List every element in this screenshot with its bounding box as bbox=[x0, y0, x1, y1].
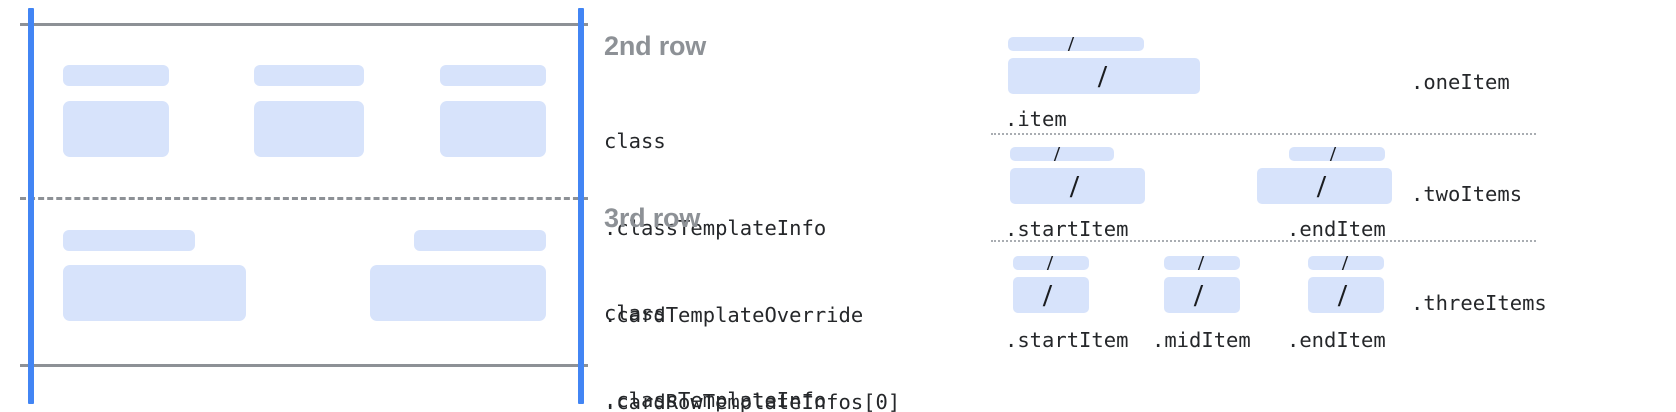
cell-content-bar bbox=[440, 101, 546, 157]
annotation-code-block: class .classTemplateInfo .cardTemplateOv… bbox=[604, 69, 900, 412]
cell-label-bar: / bbox=[1008, 37, 1144, 51]
variant-side-label: .oneItem bbox=[1411, 70, 1510, 94]
variant-cell-caption: .midItem bbox=[1152, 328, 1251, 352]
slash-glyph: / bbox=[1068, 37, 1075, 51]
slash-glyph: / bbox=[1338, 277, 1347, 313]
row-divider-dashed bbox=[20, 197, 588, 200]
slash-glyph: / bbox=[1317, 168, 1326, 204]
cell-label-bar bbox=[63, 65, 169, 86]
slash-glyph: / bbox=[1098, 58, 1107, 94]
annotation-title: 2nd row bbox=[604, 31, 707, 61]
cell-content-bar: / bbox=[1308, 277, 1384, 313]
slash-glyph: / bbox=[1330, 147, 1337, 161]
code-line: .cardTemplateOverride bbox=[604, 303, 864, 327]
variant-cell: / / bbox=[1164, 256, 1240, 313]
cell-label-bar: / bbox=[1289, 147, 1385, 161]
code-line: class bbox=[604, 129, 666, 153]
annotation-title: 3rd row bbox=[604, 203, 701, 233]
card-top-rule bbox=[20, 23, 588, 26]
variant-cell: / / bbox=[1008, 37, 1200, 94]
cell-label-bar bbox=[414, 230, 546, 251]
slash-glyph: / bbox=[1043, 277, 1052, 313]
variant-cell: / / bbox=[1010, 147, 1145, 204]
variant-cell-caption: .endItem bbox=[1287, 328, 1386, 352]
variant-cell: / / bbox=[1257, 147, 1392, 204]
cell-label-bar: / bbox=[1164, 256, 1240, 270]
cell-label-bar: / bbox=[1308, 256, 1384, 270]
cell-content-bar: / bbox=[1257, 168, 1392, 204]
card-bottom-rule bbox=[20, 364, 588, 367]
left-edge-guide bbox=[28, 8, 34, 404]
slash-glyph: / bbox=[1194, 277, 1203, 313]
cell-content-bar bbox=[63, 265, 246, 321]
slash-glyph: / bbox=[1047, 256, 1054, 270]
code-line: .classTemplateInfo bbox=[604, 388, 827, 412]
slash-glyph: / bbox=[1198, 256, 1205, 270]
variant-cell-caption: .item bbox=[1005, 107, 1067, 131]
variant-cell-caption: .startItem bbox=[1005, 328, 1129, 352]
slash-glyph: / bbox=[1070, 168, 1079, 204]
cell-label-bar bbox=[440, 65, 546, 86]
right-edge-guide bbox=[578, 8, 584, 404]
code-line: .classTemplateInfo bbox=[604, 216, 827, 240]
cell-label-bar bbox=[254, 65, 364, 86]
second-row-annotation: 2nd row class .classTemplateInfo .cardTe… bbox=[604, 33, 900, 412]
cell-content-bar: / bbox=[1010, 168, 1145, 204]
variant-cell: / / bbox=[1013, 256, 1089, 313]
variant-separator-dotted bbox=[991, 240, 1536, 242]
cell-content-bar bbox=[370, 265, 546, 321]
cell-content-bar: / bbox=[1164, 277, 1240, 313]
variant-cell-caption: .startItem bbox=[1005, 217, 1129, 241]
cell-content-bar bbox=[254, 101, 364, 157]
cell-label-bar: / bbox=[1010, 147, 1114, 161]
code-line: .cardRowTemplateInfos[0] bbox=[604, 390, 901, 412]
variant-side-label: .twoItems bbox=[1411, 182, 1523, 206]
cell-label-bar: / bbox=[1013, 256, 1089, 270]
cell-content-bar bbox=[63, 101, 169, 157]
annotation-code-block: class .classTemplateInfo .cardTemplateOv… bbox=[604, 241, 900, 412]
code-line: class bbox=[604, 301, 666, 325]
variant-side-label: .threeItems bbox=[1411, 291, 1547, 315]
third-row-annotation: 3rd row class .classTemplateInfo .cardTe… bbox=[604, 205, 900, 412]
slash-glyph: / bbox=[1342, 256, 1349, 270]
variant-cell: / / bbox=[1308, 256, 1384, 313]
cell-label-bar bbox=[63, 230, 195, 251]
cell-content-bar: / bbox=[1013, 277, 1089, 313]
variant-separator-dotted bbox=[991, 133, 1536, 135]
slash-glyph: / bbox=[1054, 147, 1061, 161]
variant-cell-caption: .endItem bbox=[1287, 217, 1386, 241]
cell-content-bar: / bbox=[1008, 58, 1200, 94]
